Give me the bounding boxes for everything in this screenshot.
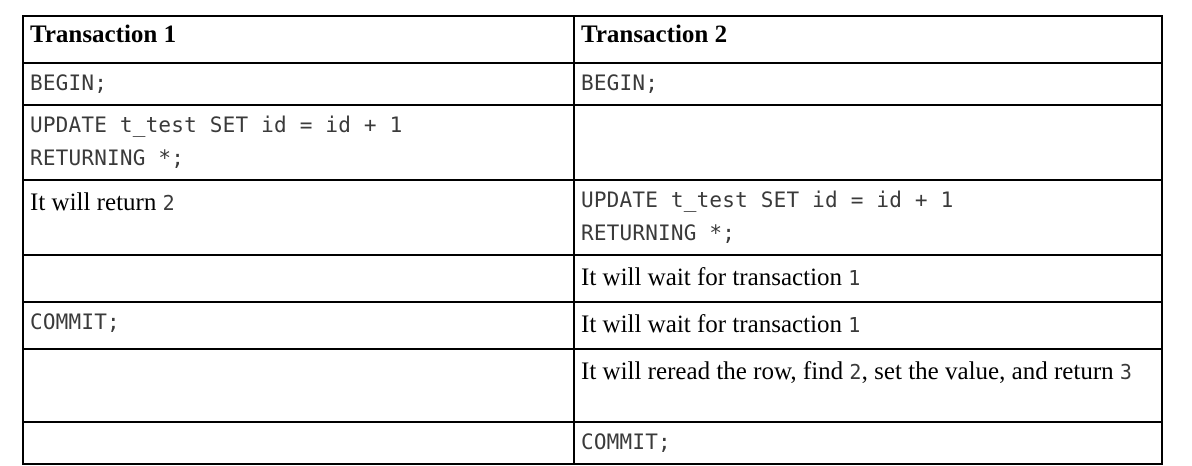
transaction-comparison-table: Transaction 1 Transaction 2 BEGIN; BEGIN… <box>22 15 1163 465</box>
table-row: It will wait for transaction 1 <box>22 254 1163 303</box>
table-body: BEGIN; BEGIN; UPDATE t_test SET id = id … <box>22 62 1163 465</box>
table-row: BEGIN; BEGIN; <box>22 62 1163 106</box>
cell-tx1-empty-3 <box>22 421 575 465</box>
cell-tx1-commit: COMMIT; <box>22 301 575 350</box>
table-row: UPDATE t_test SET id = id + 1 RETURNING … <box>22 104 1163 181</box>
cell-tx2-empty-1 <box>573 104 1163 181</box>
cell-tx1-empty-1 <box>22 254 575 303</box>
return-text: It will return <box>30 189 163 216</box>
cell-tx2-reread: It will reread the row, find 2, set the … <box>573 348 1163 423</box>
reread-returned-value: 3 <box>1119 360 1133 384</box>
wait-text: It will wait for transaction <box>581 311 849 338</box>
table-row: It will reread the row, find 2, set the … <box>22 348 1163 423</box>
cell-tx1-empty-2 <box>22 348 575 423</box>
wait-transaction-number: 1 <box>848 313 861 337</box>
column-header-transaction-1: Transaction 1 <box>22 15 575 64</box>
reread-found-value: 2 <box>849 360 862 384</box>
table-row: COMMIT; It will wait for transaction 1 <box>22 301 1163 350</box>
header-row: Transaction 1 Transaction 2 <box>22 15 1163 64</box>
table-header: Transaction 1 Transaction 2 <box>22 15 1163 64</box>
cell-tx1-begin: BEGIN; <box>22 62 575 106</box>
wait-text: It will wait for transaction <box>581 264 849 291</box>
cell-tx2-begin: BEGIN; <box>573 62 1163 106</box>
cell-tx2-update: UPDATE t_test SET id = id + 1 RETURNING … <box>573 179 1163 256</box>
cell-tx2-wait-2: It will wait for transaction 1 <box>573 301 1163 350</box>
cell-tx1-update: UPDATE t_test SET id = id + 1 RETURNING … <box>22 104 575 181</box>
table-row: It will return 2 UPDATE t_test SET id = … <box>22 179 1163 256</box>
column-header-transaction-2: Transaction 2 <box>573 15 1163 64</box>
table-row: COMMIT; <box>22 421 1163 465</box>
return-value: 2 <box>162 191 175 215</box>
reread-middle: , set the value, and return <box>861 358 1120 385</box>
wait-transaction-number: 1 <box>848 266 861 290</box>
cell-tx1-return-2: It will return 2 <box>22 179 575 256</box>
cell-tx2-wait-1: It will wait for transaction 1 <box>573 254 1163 303</box>
reread-prefix: It will reread the row, find <box>581 358 850 385</box>
cell-tx2-commit: COMMIT; <box>573 421 1163 465</box>
